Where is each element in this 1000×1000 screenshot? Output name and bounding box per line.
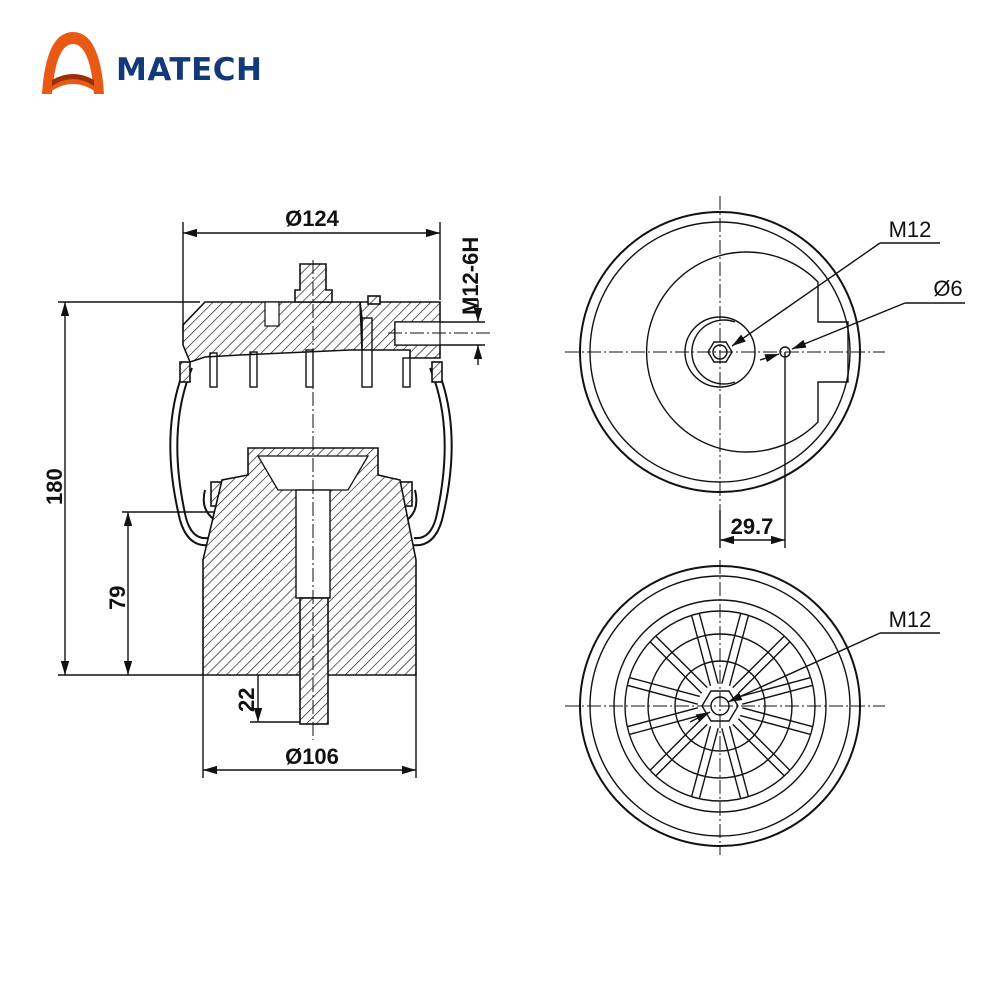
- wheel-spoke: [655, 635, 708, 689]
- wheel-spoke: [721, 728, 742, 799]
- wheel-spoke: [728, 615, 750, 686]
- wheel-spoke: [732, 635, 785, 689]
- wheel-spoke: [737, 641, 791, 694]
- brand-logo: MATECH: [38, 30, 262, 96]
- bellows-left: [169, 364, 217, 547]
- wheel-spoke: [732, 723, 785, 777]
- wheel-spoke: [740, 714, 811, 736]
- dim-stud-length: 22: [234, 688, 259, 712]
- wheel-spoke: [629, 714, 700, 736]
- arch-logo-icon: [42, 32, 104, 94]
- brand-name: MATECH: [116, 52, 263, 88]
- wheel-spoke: [698, 613, 719, 684]
- wheel-spoke: [690, 615, 712, 686]
- bottom-thread-label: M12: [889, 607, 932, 632]
- bellows-right: [405, 364, 453, 547]
- dim-port-thread: M12-6H: [458, 237, 483, 315]
- bottom-stud: [299, 597, 329, 725]
- wheel-spoke: [629, 676, 700, 698]
- dim-top-diameter: Ø124: [285, 206, 340, 231]
- wheel-spoke: [698, 728, 719, 799]
- dim-total-height: 180: [42, 468, 67, 505]
- wheel-spoke: [737, 718, 791, 771]
- wheel-spoke: [649, 641, 703, 694]
- wheel-spoke: [742, 684, 813, 705]
- top-hole-label: Ø6: [933, 276, 962, 301]
- wheel-spoke: [742, 707, 813, 728]
- wheel-spoke: [740, 676, 811, 698]
- wheel-spoke: [627, 707, 698, 728]
- wheel-spoke: [655, 723, 708, 777]
- wheel-spoke: [649, 718, 703, 771]
- top-thread-label: M12: [889, 217, 932, 242]
- wheel-spoke: [690, 726, 712, 797]
- dimensions: Ø124 M12-6H 180 79 22 Ø106: [42, 206, 485, 778]
- dim-piston-height: 79: [105, 586, 130, 610]
- bottom-view: M12: [565, 560, 940, 855]
- dim-piston-diameter: Ø106: [285, 744, 339, 769]
- side-section-view: Ø124 M12-6H 180 79 22 Ø106: [42, 206, 490, 778]
- wheel-spoke: [728, 726, 750, 797]
- wheel-spoke: [627, 684, 698, 705]
- dim-hole-offset: 29.7: [731, 514, 774, 539]
- wheel-spoke: [721, 613, 742, 684]
- top-view: 29.7 M12 Ø6: [565, 196, 965, 548]
